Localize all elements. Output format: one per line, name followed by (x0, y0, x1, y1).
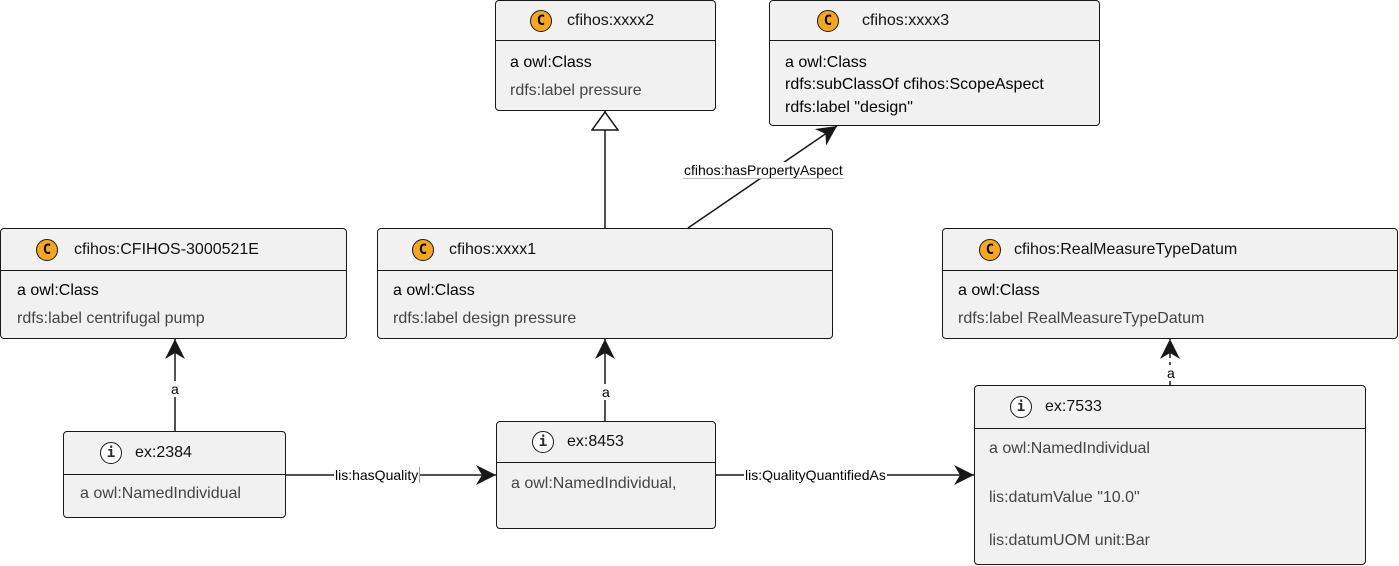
node-title: cfihos:xxxx2 (567, 11, 655, 29)
node-line: a owl:Class (785, 54, 867, 71)
node-cfihos-xxxx1[interactable]: C cfihos:xxxx1 a owl:Class rdfs:label de… (377, 228, 833, 339)
node-title: ex:8453 (567, 433, 624, 450)
edge-label-a-7533: a (1166, 365, 1176, 381)
node-line: a owl:Class (510, 54, 592, 71)
node-ex-7533[interactable]: i ex:7533 a owl:NamedIndividual lis:datu… (974, 385, 1366, 565)
node-line: rdfs:subClassOf cfihos:ScopeAspect (785, 76, 1044, 93)
node-cfihos-xxxx3[interactable]: C cfihos:xxxx3 a owl:Class rdfs:subClass… (769, 0, 1100, 126)
node-line: a owl:NamedIndividual, (511, 475, 677, 492)
class-c-icon: C (530, 9, 552, 32)
edge-label-has-quality: lis:hasQuality (334, 467, 421, 483)
node-ex-2384[interactable]: i ex:2384 a owl:NamedIndividual (63, 431, 286, 518)
class-c-icon: C (817, 9, 839, 32)
edge-label-has-property-aspect: cfihos:hasPropertyAspect (683, 162, 844, 179)
class-c-icon: C (979, 238, 1001, 261)
edge-label-a-8453: a (601, 384, 611, 400)
individual-i-icon: i (100, 442, 122, 464)
node-line: rdfs:label RealMeasureTypeDatum (958, 310, 1205, 327)
node-line: rdfs:label design pressure (393, 310, 577, 327)
edge-label-quality-quantified-as: lis:QualityQuantifiedAs (744, 467, 887, 483)
node-cfihos-xxxx2[interactable]: C cfihos:xxxx2 a owl:Class rdfs:label pr… (495, 0, 716, 111)
node-line: rdfs:label "design" (785, 99, 913, 116)
node-line: a owl:Class (393, 282, 475, 299)
node-line: lis:datumUOM unit:Bar (989, 532, 1150, 549)
node-cfihos-centrifugal-pump[interactable]: C cfihos:CFIHOS-3000521E a owl:Class rdf… (0, 228, 347, 339)
node-line: a owl:Class (17, 282, 99, 299)
node-line: rdfs:label pressure (510, 82, 642, 99)
node-title: ex:7533 (1045, 398, 1102, 415)
node-line: a owl:Class (958, 282, 1040, 299)
node-line: a owl:NamedIndividual (989, 440, 1150, 457)
node-title: cfihos:CFIHOS-3000521E (74, 240, 259, 258)
node-cfihos-real-measure-type-datum[interactable]: C cfihos:RealMeasureTypeDatum a owl:Clas… (942, 228, 1398, 339)
node-line: rdfs:label centrifugal pump (17, 310, 205, 327)
class-c-icon: C (36, 238, 58, 261)
node-title: cfihos:xxxx3 (862, 11, 950, 29)
individual-i-icon: i (1010, 396, 1032, 418)
node-title: cfihos:xxxx1 (449, 240, 537, 258)
edge-label-a-2384: a (170, 381, 180, 397)
individual-i-icon: i (532, 431, 554, 453)
node-title: cfihos:RealMeasureTypeDatum (1014, 240, 1238, 258)
node-line: a owl:NamedIndividual (80, 485, 241, 502)
node-title: ex:2384 (135, 444, 192, 461)
node-line: lis:datumValue "10.0" (989, 489, 1140, 506)
node-ex-8453[interactable]: i ex:8453 a owl:NamedIndividual, (496, 421, 716, 529)
class-c-icon: C (412, 238, 434, 261)
